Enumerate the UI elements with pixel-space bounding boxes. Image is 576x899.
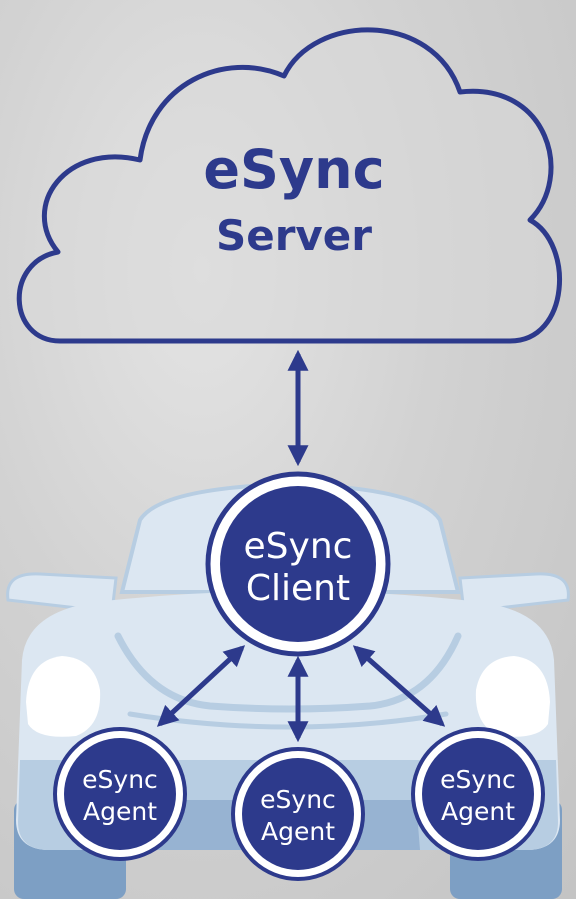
- server-label: eSync Server: [203, 138, 384, 260]
- cloud-shape: [16, 27, 562, 344]
- agent-center-line2: Agent: [261, 817, 335, 846]
- agent-node-center: eSync Agent: [231, 747, 365, 881]
- right-headlight: [475, 656, 550, 737]
- left-headlight: [26, 656, 101, 737]
- agent-left-line2: Agent: [83, 797, 157, 826]
- server-title-line2: Server: [216, 211, 372, 260]
- connectors: [156, 349, 446, 743]
- server-title-line1: eSync: [203, 138, 384, 201]
- agent-node-right: eSync Agent: [411, 727, 545, 861]
- agent-right-line2: Agent: [441, 797, 515, 826]
- client-agent-left-link: [156, 645, 246, 727]
- client-label-line2: Client: [246, 568, 350, 609]
- client-label-line1: eSync: [244, 526, 353, 567]
- client-agent-right-link: [352, 645, 446, 727]
- agent-center-line1: eSync: [260, 785, 336, 814]
- client-node: eSync Client: [205, 471, 391, 657]
- agent-node-left: eSync Agent: [53, 727, 187, 861]
- agent-left-line1: eSync: [82, 765, 158, 794]
- agent-right-line1: eSync: [440, 765, 516, 794]
